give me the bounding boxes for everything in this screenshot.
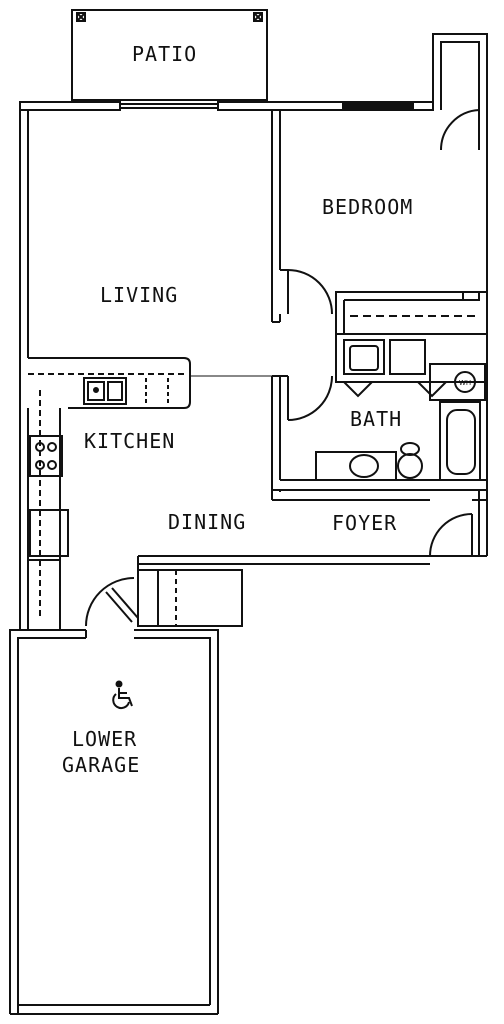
patio-label: PATIO [132, 42, 197, 66]
kitchen-side-counter [27, 390, 69, 630]
water-heater-label: WH [459, 379, 471, 387]
bedroom-wall [271, 110, 333, 323]
bedroom-closet [335, 291, 488, 335]
left-wall [19, 102, 29, 630]
wheelchair-accessible-icon [112, 680, 133, 709]
patio-outline [71, 9, 268, 101]
foyer-label: FOYER [332, 511, 397, 535]
closet-top-right [432, 33, 488, 490]
kitchen-label: KITCHEN [84, 429, 175, 453]
garage-walls [9, 620, 219, 1015]
bedroom-label: BEDROOM [322, 195, 413, 219]
water-heater [454, 371, 476, 393]
entry-stair [85, 569, 243, 627]
living-label: LIVING [100, 283, 178, 307]
garage-label-line1: LOWER [72, 727, 137, 751]
top-wall [19, 101, 434, 111]
bath-label: BATH [350, 407, 402, 431]
dining-label: DINING [168, 510, 246, 534]
kitchen-counter [28, 357, 272, 409]
garage-label-line2: GARAGE [62, 753, 140, 777]
bath-walls [271, 333, 488, 491]
foyer-wall [137, 490, 488, 575]
